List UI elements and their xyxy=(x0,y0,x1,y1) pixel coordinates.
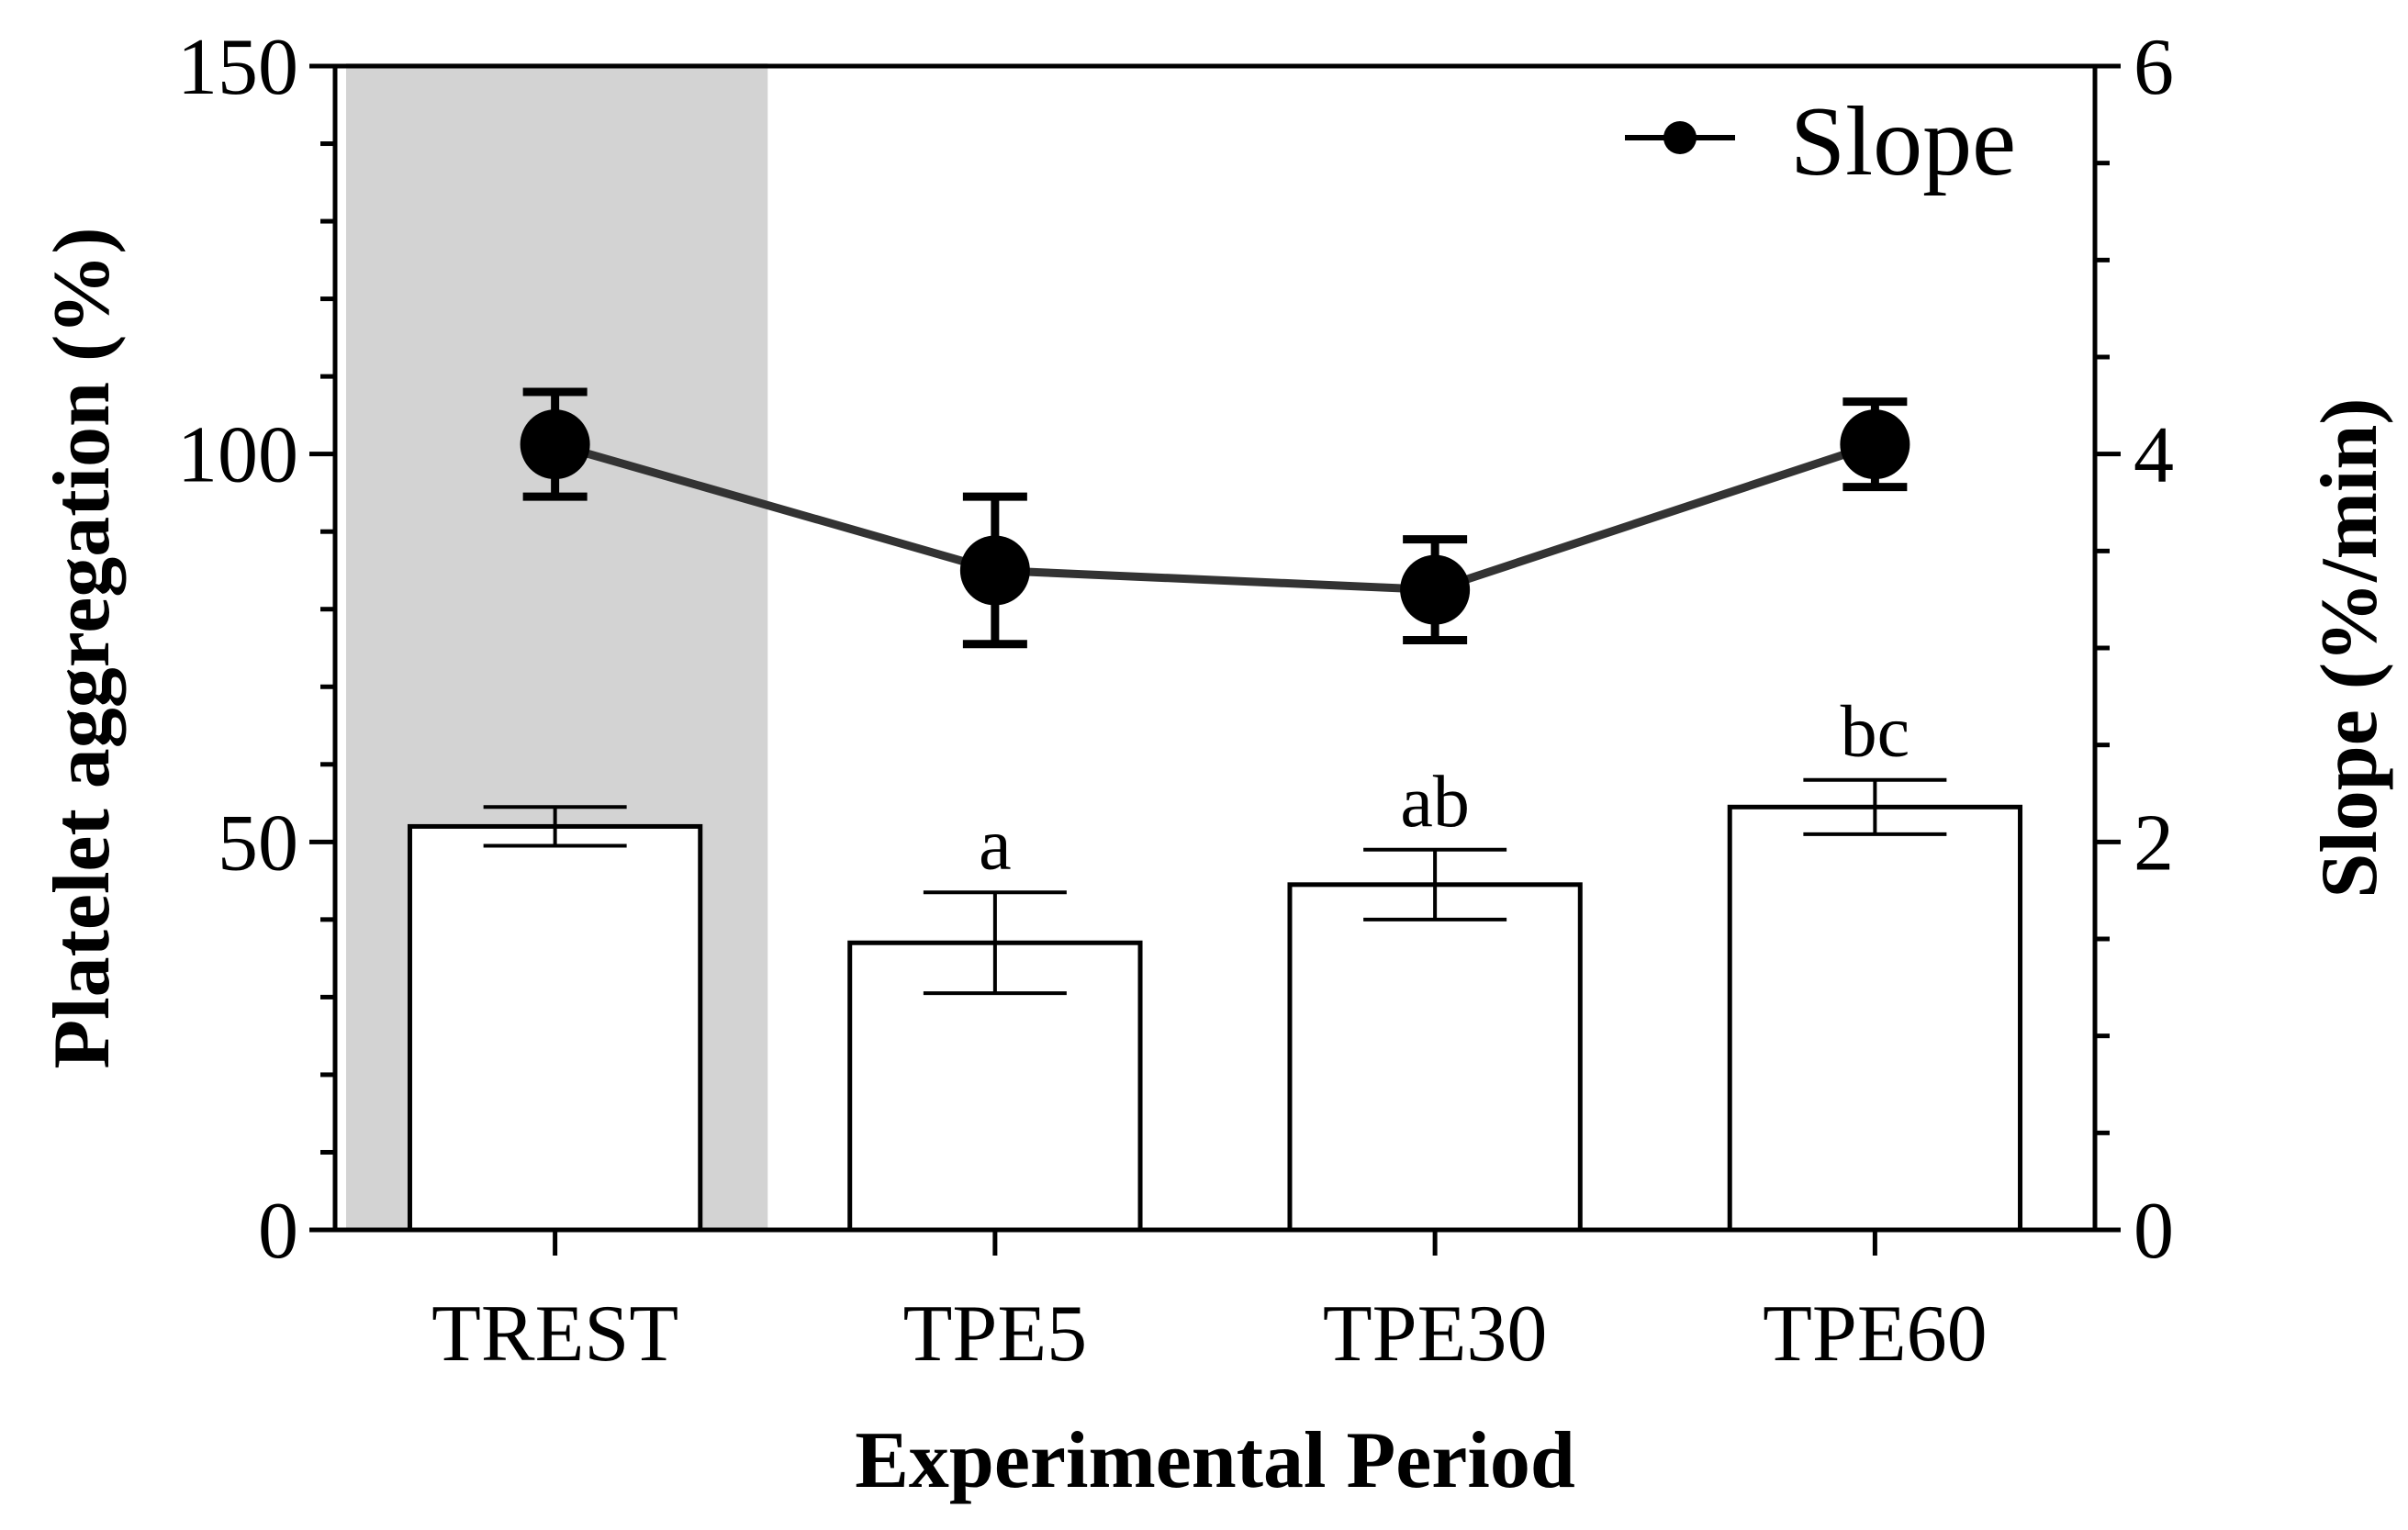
legend-label-slope: Slope xyxy=(1790,87,2016,196)
slope-point-tpe30 xyxy=(1400,554,1471,625)
bar-error-trest xyxy=(483,805,627,848)
y2-tick-label: 0 xyxy=(2134,1187,2174,1276)
slope-point-trest xyxy=(520,409,590,480)
y-tick-label: 0 xyxy=(258,1187,298,1276)
legend-dot-marker xyxy=(1663,121,1697,154)
y-axis-title: Platelet aggregation (%) xyxy=(38,227,127,1068)
y-tick-label: 50 xyxy=(218,799,298,888)
x-tick-label-tpe30: TPE30 xyxy=(1323,1290,1547,1379)
y2-tick-label: 4 xyxy=(2134,411,2174,500)
slope-line xyxy=(554,440,1876,595)
slope-point-tpe5 xyxy=(959,535,1030,606)
y2-axis-title: Slope (%/min) xyxy=(2305,397,2394,898)
x-tick-label-tpe60: TPE60 xyxy=(1763,1290,1987,1379)
y2-tick-label: 2 xyxy=(2134,799,2174,888)
x-tick-label-trest: TREST xyxy=(431,1290,678,1379)
x-axis-title: Experimental Period xyxy=(855,1416,1575,1505)
y2-tick-label: 6 xyxy=(2134,23,2174,112)
slope-series xyxy=(520,387,1910,649)
tick-marks xyxy=(309,63,2121,1256)
bar-error-tpe5 xyxy=(923,890,1067,996)
y-tick-label: 150 xyxy=(177,23,298,112)
bar-error-tpe60 xyxy=(1803,777,1947,836)
sig-label-tpe5: a xyxy=(979,804,1012,885)
significance-labels: a ab bc xyxy=(979,692,1910,886)
x-tick-label-tpe5: TPE5 xyxy=(903,1290,1087,1379)
bars xyxy=(407,777,2023,1233)
sig-label-tpe30: ab xyxy=(1400,762,1470,843)
legend: Slope xyxy=(1625,87,2016,196)
sig-label-tpe60: bc xyxy=(1841,692,1910,773)
bar-tpe60 xyxy=(1727,804,2023,1233)
slope-point-tpe60 xyxy=(1840,409,1910,480)
bar-error-tpe30 xyxy=(1363,847,1507,921)
bar-trest xyxy=(407,823,703,1233)
bar-tpe30 xyxy=(1287,882,1583,1233)
y-tick-label: 100 xyxy=(177,411,298,500)
